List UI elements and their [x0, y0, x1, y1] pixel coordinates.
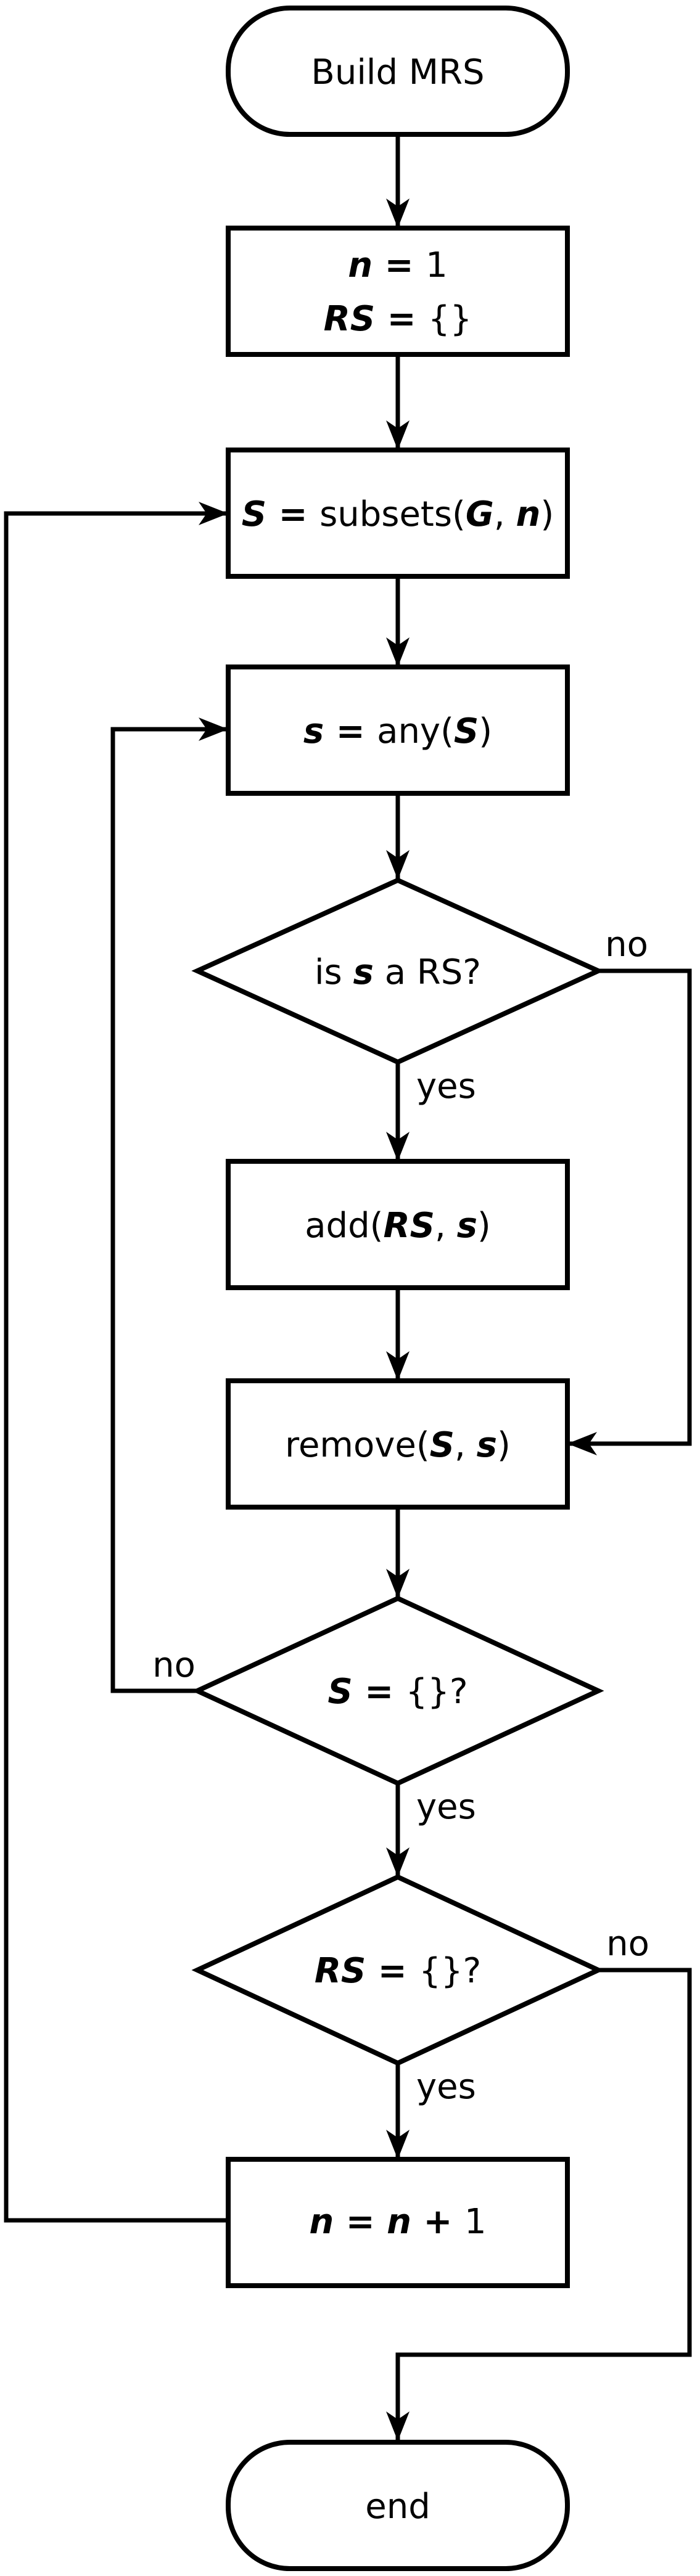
start-terminal [226, 6, 570, 137]
any-process [226, 664, 570, 796]
end-label: end [365, 2487, 430, 2527]
edge-label-no-1: no [605, 925, 648, 965]
remove-label: remove(S, s) [285, 1425, 511, 1465]
arrowhead-into-remove-right [567, 1432, 597, 1455]
isrs-label: is s a RS? [315, 952, 481, 992]
add-label: add(RS, s) [305, 1206, 491, 1246]
edge-rsempty-no-to-end [395, 1968, 692, 2441]
arrowhead-into-any-left [199, 718, 228, 741]
sempty-decision [191, 1595, 604, 1786]
isrs-decision [191, 877, 604, 1065]
subsets-process [226, 448, 570, 579]
incr-process [226, 2157, 570, 2288]
add-process [226, 1159, 570, 1290]
arrowhead-into-remove-top [386, 1351, 410, 1381]
init-label-line2: RS = {} [324, 299, 472, 339]
arrowhead-into-end [386, 2411, 410, 2441]
arrowhead-into-incr [386, 2130, 410, 2159]
start-label: Build MRS [311, 52, 484, 92]
edge-sempty-no-to-any [110, 727, 228, 1693]
rsempty-label: RS = {}? [315, 1951, 481, 1991]
incr-label: n = n + 1 [309, 2202, 486, 2242]
edge-label-yes-1: yes [416, 1066, 476, 1106]
init-label-line1: n = 1 [348, 245, 447, 285]
edge-label-no-2: no [152, 1645, 196, 1685]
sempty-label: S = {}? [327, 1672, 467, 1712]
edge-label-yes-3: yes [416, 2067, 476, 2107]
arrowhead-into-rsempty [386, 1847, 410, 1877]
arrowhead-into-sempty [386, 1569, 410, 1598]
arrowhead-into-add [386, 1132, 410, 1161]
edge-label-no-3: no [606, 1924, 649, 1964]
arrowhead-into-isrs [386, 850, 410, 880]
arrowhead-into-any-top [386, 637, 410, 667]
init-process [226, 226, 570, 357]
subsets-label: S = subsets(G, n) [242, 494, 554, 534]
connectors [4, 134, 692, 2441]
arrowheads [199, 198, 597, 2441]
arrowhead-into-subsets-top [386, 420, 410, 450]
edge-incr-loop-to-subsets [4, 511, 228, 2223]
remove-process [226, 1378, 570, 1510]
end-terminal [226, 2440, 570, 2571]
edge-isrs-no-to-remove [567, 968, 692, 1446]
arrowhead-into-init [386, 198, 410, 228]
arrowhead-into-subsets-left [199, 502, 228, 525]
rsempty-decision [191, 1874, 604, 2066]
any-label: s = any(S) [303, 711, 492, 751]
edge-label-yes-2: yes [416, 1787, 476, 1827]
